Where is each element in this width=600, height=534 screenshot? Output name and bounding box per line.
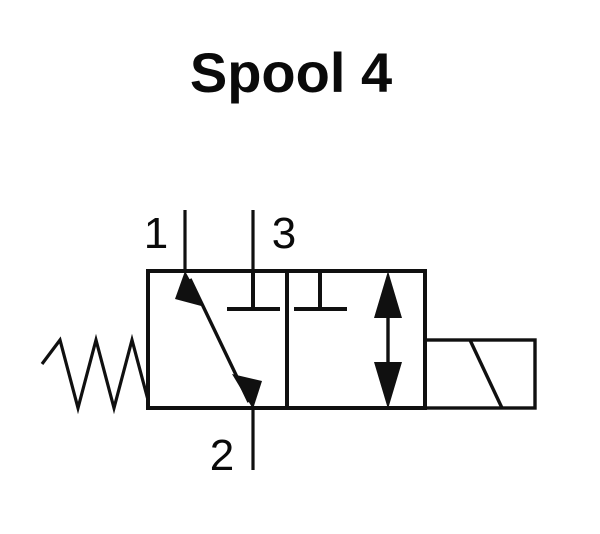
port-label-2: 2 [210,431,234,480]
position-a-symbols [175,271,280,409]
position-b-symbols [294,271,402,409]
vertical-arrow-head-up [374,271,402,318]
lever-box-outline [423,338,537,410]
return-spring-icon [40,333,150,415]
diagonal-arrow-head-lower [232,374,262,409]
diagonal-arrow-head-upper [175,271,205,307]
port-label-1: 1 [144,209,168,258]
vertical-arrow-head-down [374,362,402,409]
page-title: Spool 4 [190,41,392,104]
lever-diagonal-icon [468,339,504,409]
manual-lever-actuator [423,338,537,410]
port-label-3: 3 [272,209,296,258]
port-lines [183,210,255,470]
